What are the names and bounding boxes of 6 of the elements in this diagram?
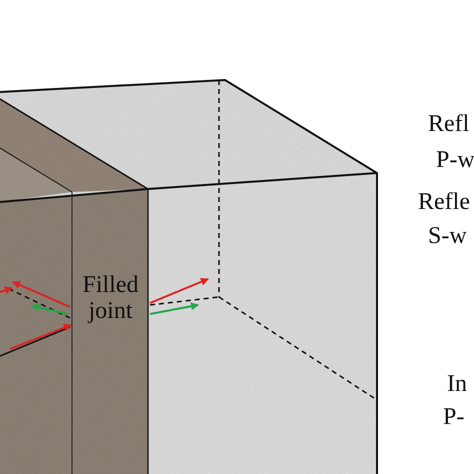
legend-text: Refle [418,190,470,214]
legend-text: Refl [428,112,470,136]
joint-label: Filled joint [81,272,140,325]
legend-text: S-w [428,224,467,248]
legend-text: In [447,372,467,396]
legend-text: P- [443,405,464,429]
